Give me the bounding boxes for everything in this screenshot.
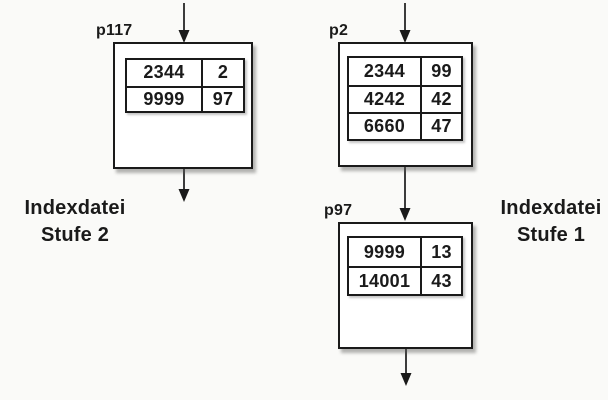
caption-line: Indexdatei <box>500 197 602 219</box>
table-cell-pointer: 99 <box>431 61 452 81</box>
table-cell-key: 14001 <box>349 266 422 294</box>
node-box-p117: 2344 2 9999 97 <box>113 42 253 169</box>
table-cell-pointer: 13 <box>431 241 452 262</box>
table-cell-pointer: 47 <box>422 112 461 139</box>
table-cell-key: 9999 <box>349 238 422 266</box>
table-cell-key: 4242 <box>349 85 422 112</box>
arrow-into-p2 <box>399 3 411 43</box>
table-cell-key: 6660 <box>349 112 422 139</box>
table-cell-key: 2344 <box>127 60 203 86</box>
caption-line: Indexdatei <box>24 197 126 219</box>
node-label-p2: p2 <box>329 22 349 39</box>
node-box-p2: 2344 99 4242 42 6660 47 <box>338 42 473 167</box>
arrow-p2-to-p97 <box>399 167 411 221</box>
node-table-p117: 2344 2 9999 97 <box>125 58 245 113</box>
table-cell-key: 2344 <box>349 58 422 85</box>
node-label-p97: p97 <box>324 202 353 219</box>
node-label-p117: p117 <box>96 22 133 39</box>
arrow-out-of-p117 <box>178 169 190 202</box>
table-cell-key: 9999 <box>127 85 203 111</box>
table-cell-pointer: 43 <box>422 266 461 294</box>
caption-line: Stufe 2 <box>40 224 110 246</box>
table-cell-pointer: 97 <box>203 85 243 112</box>
table-cell-pointer: 42 <box>422 85 461 112</box>
node-table-p97: 9999 13 14001 43 <box>347 236 463 296</box>
caption-index-level-2: Indexdatei Stufe 2 <box>13 195 137 249</box>
arrow-out-of-p97 <box>400 349 412 386</box>
caption-line: Stufe 1 <box>516 224 586 246</box>
table-cell-pointer: 2 <box>217 62 229 83</box>
node-table-p2: 2344 99 4242 42 6660 47 <box>347 56 463 141</box>
arrow-into-p117 <box>178 3 190 43</box>
caption-index-level-1: Indexdatei Stufe 1 <box>489 195 608 249</box>
node-box-p97: 9999 13 14001 43 <box>338 222 473 349</box>
